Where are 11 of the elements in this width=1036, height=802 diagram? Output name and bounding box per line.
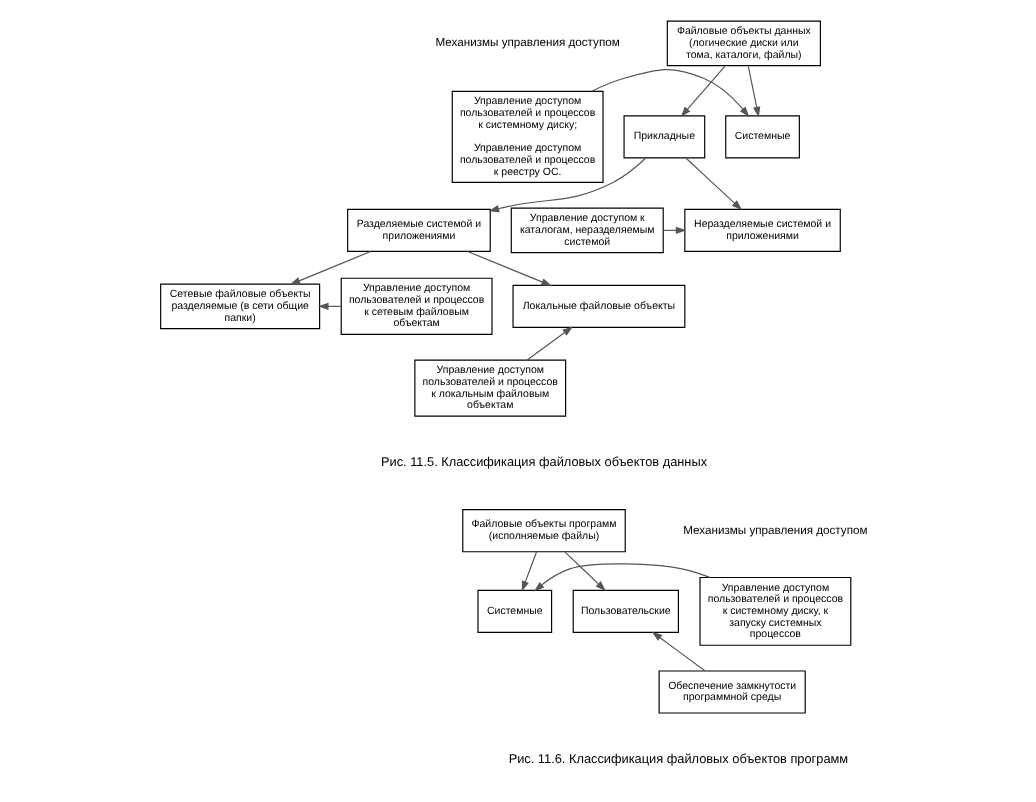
arrow — [488, 157, 647, 213]
arrow — [747, 65, 761, 118]
arrow — [685, 157, 743, 211]
arrow — [521, 551, 538, 592]
arrow — [680, 65, 726, 117]
arrow — [467, 250, 552, 286]
arrow — [533, 563, 711, 592]
arrow — [564, 551, 606, 592]
arrow — [526, 326, 573, 361]
arrow — [289, 250, 372, 285]
arrow — [591, 69, 750, 117]
